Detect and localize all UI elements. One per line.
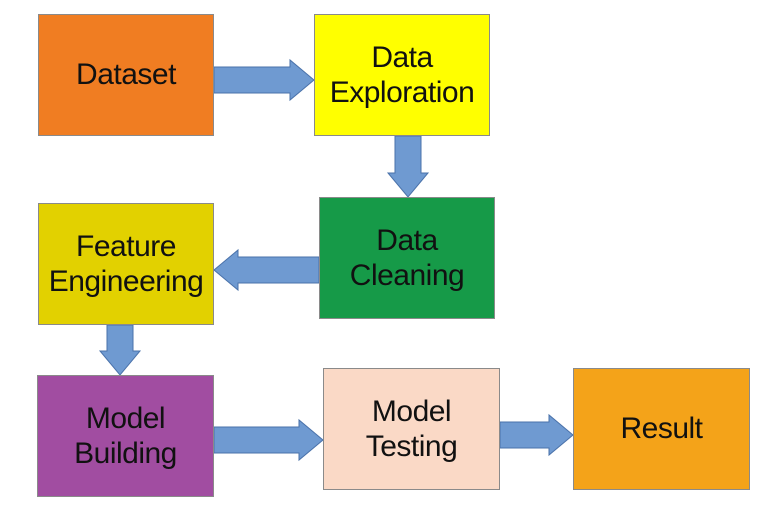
node-model-building: Model Building bbox=[37, 375, 214, 497]
arrow-dataset-to-exploration bbox=[213, 58, 315, 102]
node-model-building-label: Model Building bbox=[74, 401, 177, 472]
node-model-testing-line-1: Model bbox=[371, 394, 452, 428]
node-feature-engineering: Feature Engineering bbox=[38, 203, 214, 325]
arrow-cleaning-to-feature bbox=[213, 248, 320, 292]
arrow-testing-to-result bbox=[499, 413, 574, 457]
node-data-exploration-label: Data Exploration bbox=[330, 40, 475, 111]
node-model-testing-label: Model Testing bbox=[366, 394, 458, 465]
node-data-cleaning-label: Data Cleaning bbox=[349, 223, 465, 294]
node-feature-engineering-line-2: Engineering bbox=[48, 265, 204, 298]
node-model-testing: Model Testing bbox=[323, 368, 500, 490]
node-data-cleaning-line-1: Data bbox=[376, 223, 438, 257]
arrow-feature-to-building bbox=[98, 324, 142, 376]
node-feature-engineering-label: Feature Engineering bbox=[49, 229, 204, 300]
node-model-testing-line-2: Testing bbox=[365, 430, 458, 463]
node-data-cleaning: Data Cleaning bbox=[319, 197, 495, 319]
node-model-building-line-2: Building bbox=[74, 437, 177, 470]
node-data-exploration: Data Exploration bbox=[314, 14, 490, 136]
arrow-building-to-testing bbox=[213, 418, 324, 462]
node-data-exploration-line-1: Data bbox=[371, 40, 433, 74]
node-result-line-1: Result bbox=[620, 412, 703, 446]
node-result-label: Result bbox=[620, 411, 703, 446]
node-dataset-line-1: Dataset bbox=[76, 58, 176, 92]
node-feature-engineering-line-1: Feature bbox=[76, 229, 176, 263]
node-result: Result bbox=[573, 368, 750, 490]
node-dataset: Dataset bbox=[38, 14, 214, 136]
node-data-cleaning-line-2: Cleaning bbox=[349, 259, 465, 292]
node-dataset-label: Dataset bbox=[76, 57, 176, 92]
arrow-exploration-to-cleaning bbox=[386, 135, 430, 198]
node-model-building-line-1: Model bbox=[85, 401, 166, 435]
node-data-exploration-line-2: Exploration bbox=[329, 76, 475, 109]
